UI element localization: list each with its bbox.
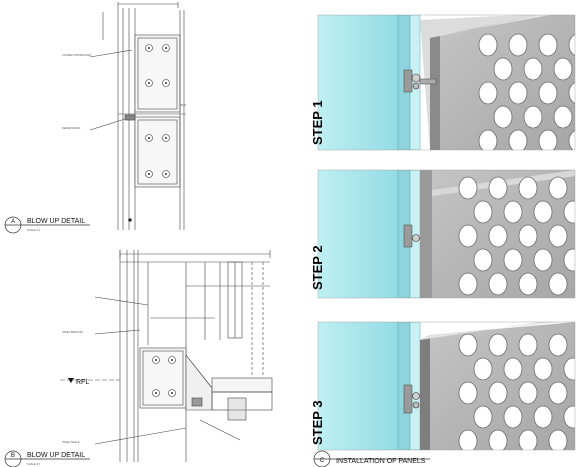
perforation-hole	[533, 405, 553, 429]
perforation-hole	[518, 429, 538, 450]
step-2-label: STEP 2	[310, 245, 325, 290]
perforation-hole	[503, 200, 523, 224]
perforation-hole	[548, 272, 568, 296]
perforation-hole	[533, 357, 553, 381]
perforation-hole	[563, 200, 575, 224]
perforation-hole	[488, 272, 508, 296]
level-marker-icon	[68, 378, 74, 383]
perforation-hole	[478, 33, 498, 57]
detail-a-drawing	[89, 2, 186, 230]
perforation-hole	[493, 57, 513, 81]
perforation-hole	[478, 81, 498, 105]
step-1-render	[318, 15, 575, 150]
perforation-hole	[458, 224, 478, 248]
perforation-hole	[538, 129, 558, 150]
perforation-hole	[458, 333, 478, 357]
perforation-hole	[518, 333, 538, 357]
detail-a-marker: A	[11, 219, 15, 225]
detail-b-drawing	[60, 250, 273, 462]
detail-b-title: BLOW UP DETAIL	[27, 452, 85, 459]
perforation-hole	[518, 176, 538, 200]
perforation-hole	[548, 224, 568, 248]
detail-c-title: INSTALLATION OF PANELS	[336, 458, 426, 465]
perforation-hole	[553, 57, 573, 81]
perforation-hole	[568, 82, 575, 104]
perforation-hole	[458, 176, 478, 200]
step-3-label: STEP 3	[310, 400, 325, 445]
perforation-hole	[458, 272, 478, 296]
perforation-hole	[563, 405, 575, 429]
perforation-hole	[473, 200, 493, 224]
perforation-hole	[548, 176, 568, 200]
perforation-hole	[503, 248, 523, 272]
perforation-hole	[473, 357, 493, 381]
perforation-hole	[508, 129, 528, 150]
perforation-hole	[548, 429, 568, 450]
perforation-hole	[473, 405, 493, 429]
perforation-hole	[563, 248, 575, 272]
perforation-hole	[458, 429, 478, 450]
detail-c-title-block: C INSTALLATION OF PANELS	[313, 450, 430, 467]
perforation-hole	[518, 224, 538, 248]
perforation-hole	[523, 57, 543, 81]
perforation-hole	[538, 81, 558, 105]
detail-b-marker: B	[11, 453, 15, 459]
step-2-render	[318, 170, 575, 298]
perforation-hole	[503, 405, 523, 429]
perforation-hole	[488, 224, 508, 248]
detail-b-title-block: B BLOW UP DETAIL SCALE 1:5	[4, 450, 90, 467]
perforation-hole	[458, 381, 478, 405]
perforation-hole	[488, 176, 508, 200]
perforation-hole	[553, 105, 573, 129]
perforation-hole	[533, 200, 553, 224]
perforation-hole	[478, 129, 498, 150]
perforation-hole	[548, 381, 568, 405]
detail-b-note-1: STEEL BRACKET	[62, 330, 84, 334]
perforation-hole	[518, 272, 538, 296]
step-1-label: STEP 1	[310, 100, 325, 145]
perforation-hole	[488, 381, 508, 405]
perforation-hole	[563, 357, 575, 381]
perforation-hole	[488, 333, 508, 357]
perforation-hole	[568, 130, 575, 150]
step-3-render	[318, 322, 575, 450]
detail-c-marker: C	[320, 458, 325, 464]
detail-a-note-2: REFER DETAIL	[62, 126, 81, 130]
perforation-hole	[523, 105, 543, 129]
perforation-hole	[503, 357, 523, 381]
perforation-hole	[518, 381, 538, 405]
detail-a-note-1: CONNECTOR BRACKET	[62, 53, 92, 57]
detail-a-title: BLOW UP DETAIL	[27, 218, 85, 225]
detail-b-note-2: STEEL ANGLE	[62, 440, 80, 444]
detail-a-scale: SCALE 1:5	[27, 228, 40, 232]
detail-b-scale: SCALE 1:5	[27, 462, 40, 466]
perforation-hole	[473, 248, 493, 272]
perforation-hole	[508, 81, 528, 105]
perforation-hole	[488, 429, 508, 450]
detail-a-title-block: A BLOW UP DETAIL SCALE 1:5	[4, 216, 90, 234]
perforation-hole	[533, 248, 553, 272]
perforation-hole	[493, 105, 513, 129]
perforation-hole	[568, 34, 575, 56]
perforation-hole	[548, 333, 568, 357]
perforation-hole	[508, 33, 528, 57]
perforation-hole	[538, 33, 558, 57]
rfl-level-label: RFL	[76, 379, 89, 386]
